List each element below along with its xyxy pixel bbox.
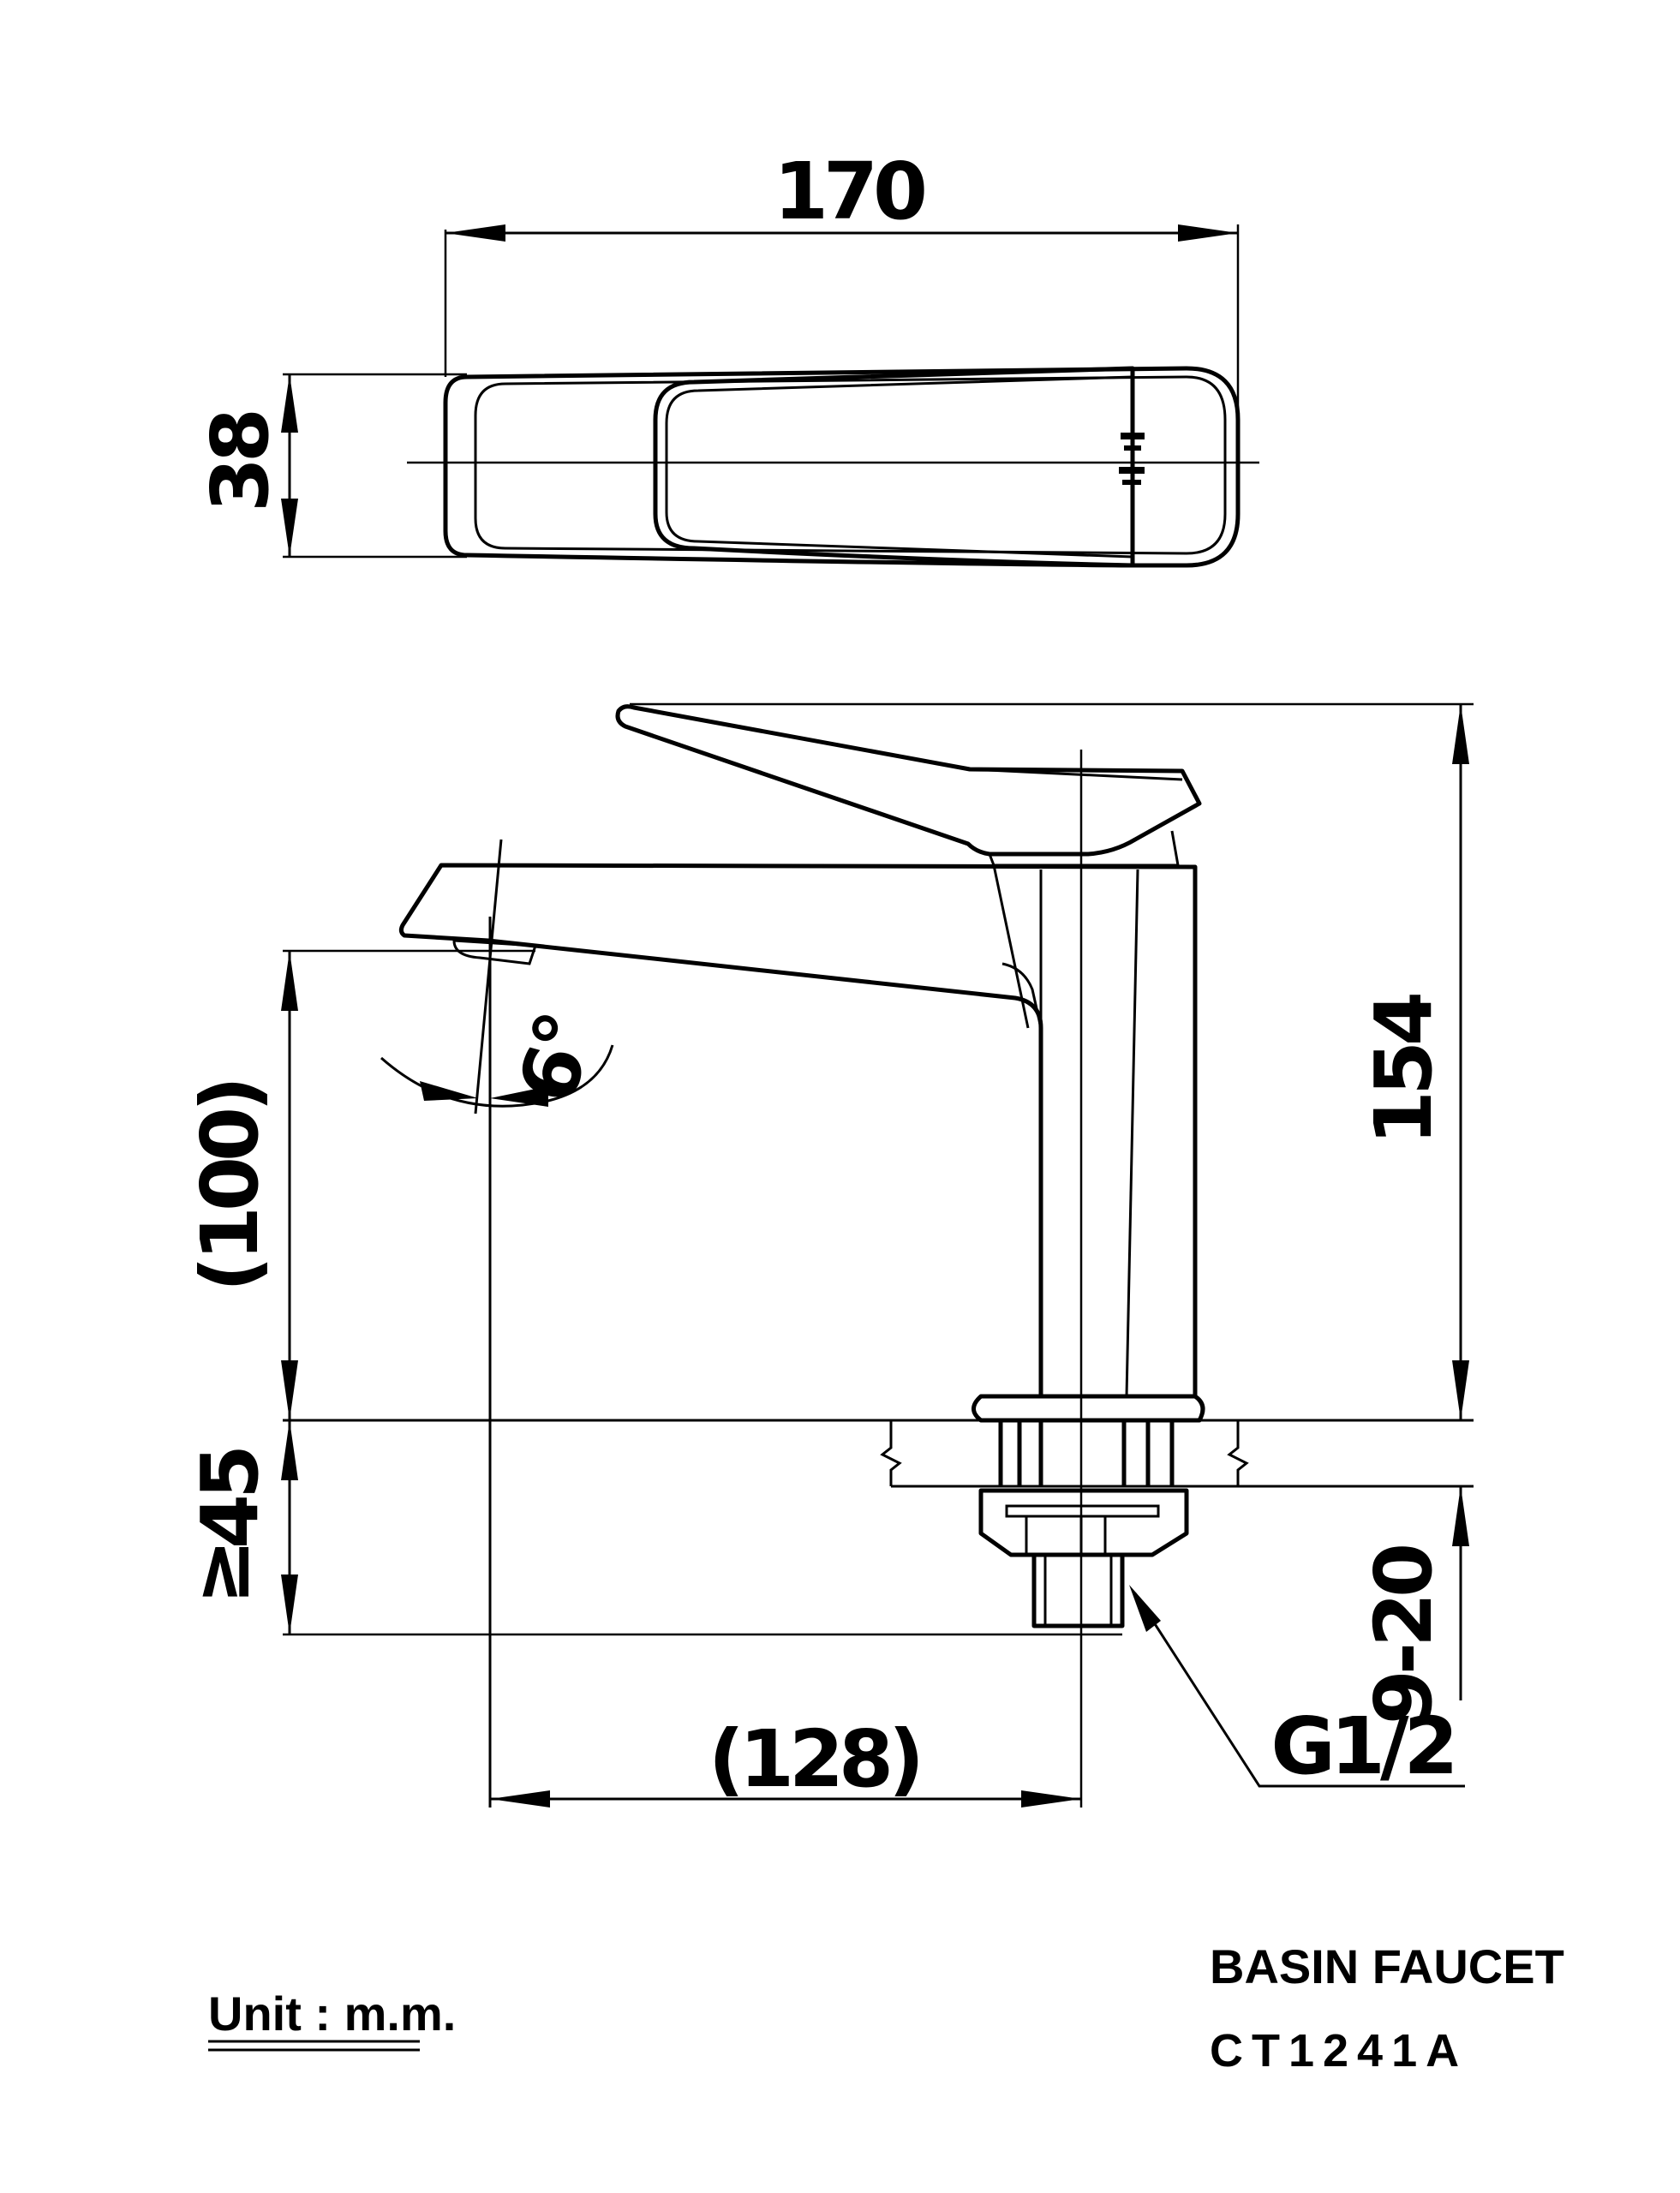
body-line-3 <box>992 864 1030 1029</box>
top-view-handle-inner <box>665 375 1133 559</box>
logo-mark-icon <box>1119 433 1145 485</box>
dim-38-text: 38 <box>194 412 286 512</box>
top-view: 170 38 <box>194 146 1259 568</box>
dim-170-arrow-right <box>1178 224 1238 242</box>
unit-label: Unit : m.m. <box>208 1987 456 2041</box>
dim-128-text: (128) <box>708 1713 919 1805</box>
thread-text: G1/2 <box>1270 1700 1453 1792</box>
thread-leader-arrow <box>1129 1585 1161 1632</box>
dim-100-arrow-top <box>281 951 298 1011</box>
side-view: 154 9-20 (100) 45 ≥ 6° (128) G1 <box>176 702 1474 1808</box>
product-name: BASIN FAUCET <box>1210 1939 1564 1993</box>
dim-9-20-arrow <box>1452 1486 1469 1546</box>
dim-45-arrow-bottom <box>281 1575 298 1634</box>
shank-upper <box>998 1420 1175 1486</box>
dim-128-arrow-right <box>1021 1790 1081 1808</box>
dim-45-text: 45 <box>184 1449 276 1549</box>
dim-45-prefix: ≥ <box>176 1544 267 1604</box>
title-block: BASIN FAUCET CT1241A Unit : m.m. <box>208 1939 1564 2076</box>
body-line-2 <box>1125 869 1139 1397</box>
dim-38-arrow-bottom <box>281 499 298 557</box>
dim-38-arrow-top <box>281 374 298 433</box>
thread-leader <box>1133 1592 1465 1788</box>
lock-nut <box>978 1488 1189 1557</box>
model-number: CT1241A <box>1210 2025 1468 2076</box>
angle-arrow-right <box>490 1086 548 1107</box>
dim-170-arrow-left <box>445 224 505 242</box>
dim-45-arrow-top <box>281 1420 298 1480</box>
deck-break-left <box>880 1420 902 1486</box>
base-flange <box>972 1394 1205 1423</box>
top-view-inner-outline <box>474 375 1227 555</box>
angle-line-tilted <box>474 839 503 1114</box>
dim-100-arrow-bottom <box>281 1360 298 1420</box>
dim-170-text: 170 <box>774 146 924 237</box>
handle-lever <box>615 704 1202 857</box>
top-view-handle <box>653 366 1135 568</box>
lock-nut-inner <box>1005 1504 1160 1555</box>
threaded-tail <box>1031 1555 1125 1628</box>
spout-edge <box>1001 962 1043 1029</box>
angle-arrow-left <box>420 1081 478 1101</box>
dim-154-arrow-bottom <box>1452 1360 1469 1420</box>
dim-9-20-text: 9-20 <box>1358 1546 1450 1724</box>
dim-154-arrow-top <box>1452 704 1469 764</box>
handle-lever-inner <box>969 768 1183 867</box>
dim-100-text: (100) <box>184 1081 276 1292</box>
aerator <box>452 939 538 965</box>
dim-128-arrow-left <box>490 1790 550 1808</box>
dim-154-text: 154 <box>1358 995 1450 1145</box>
deck-break-right <box>1227 1420 1249 1486</box>
